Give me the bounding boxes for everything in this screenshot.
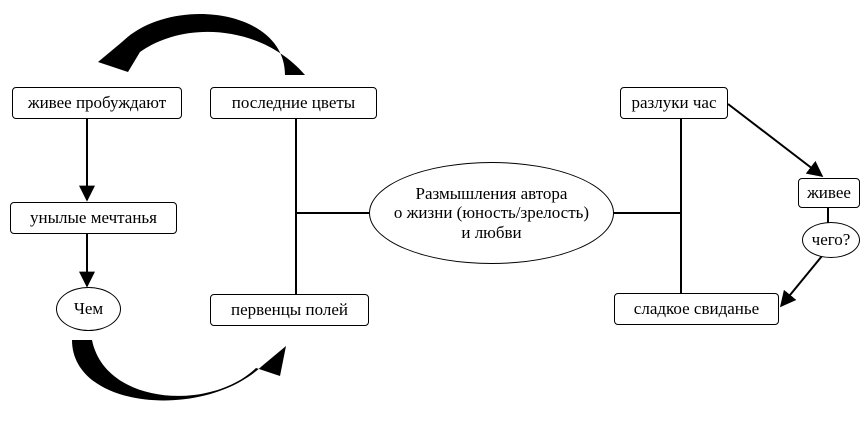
center-line-1: Размышления автора	[415, 183, 568, 203]
edge-разлуки-to-живее	[727, 103, 824, 177]
node-zhivee: живее	[798, 178, 860, 208]
node-pervency-poley: первенцы полей	[210, 294, 369, 326]
node-chem: Чем	[56, 287, 121, 331]
center-line-2: о жизни (юность/зрелость)	[393, 203, 590, 223]
edge-чего-to-свиданье	[779, 255, 823, 308]
node-center-topic: Размышления автора о жизни (юность/зрело…	[369, 162, 614, 264]
curved-arrow-bottom	[72, 340, 286, 401]
node-poslednie-tsvety: последние цветы	[210, 87, 377, 119]
node-sladkoe-svidanye: сладкое свиданье	[614, 293, 779, 325]
center-line-3: и любви	[461, 222, 522, 242]
curved-arrow-top	[98, 14, 305, 75]
node-zhivee-probuzhdayut: живее пробуждают	[12, 87, 182, 119]
node-razluki-chas: разлуки час	[620, 87, 728, 119]
node-chego: чего?	[802, 222, 860, 258]
node-unylye-mechtanya: унылые мечтанья	[10, 202, 177, 234]
